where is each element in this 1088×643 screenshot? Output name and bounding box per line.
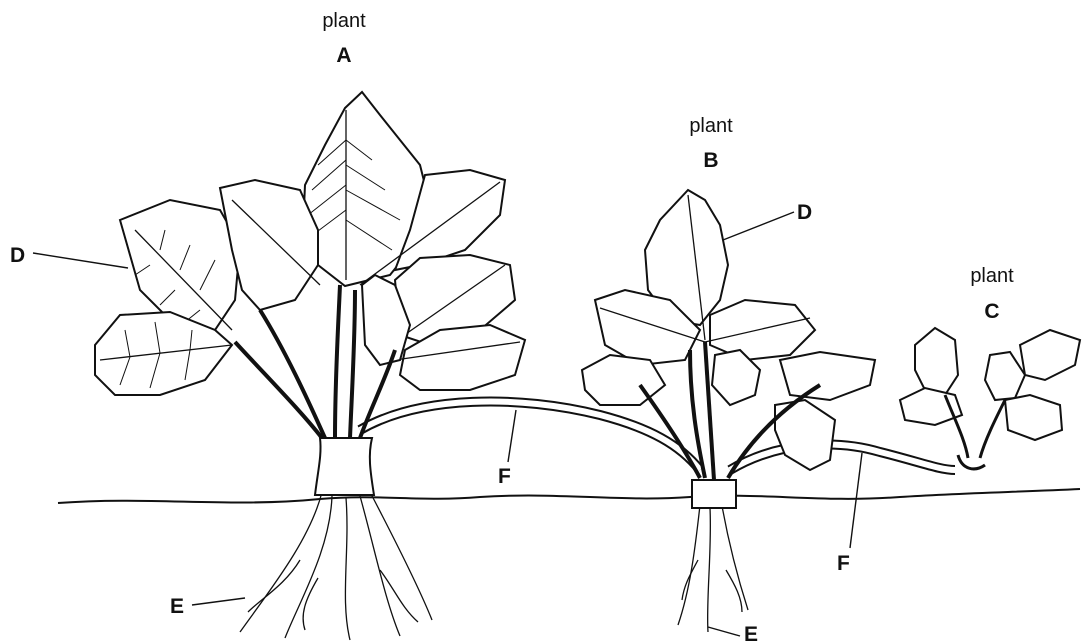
label-e-right: E	[744, 623, 758, 643]
plant-b-word: plant	[689, 115, 733, 137]
plant-b-crown	[692, 480, 736, 508]
soil-surface-line	[58, 489, 1080, 503]
label-e-left: E	[170, 595, 184, 618]
label-f-right: F	[837, 552, 850, 575]
label-d-right: D	[797, 201, 812, 224]
plant-a-letter: A	[336, 44, 351, 67]
plant-c-word: plant	[970, 265, 1014, 287]
label-d-left: D	[10, 244, 25, 267]
f-right-leader-line	[850, 453, 862, 548]
plant-b-roots	[678, 505, 748, 632]
plant-a-word: plant	[322, 10, 366, 32]
e-left-leader-line	[192, 598, 245, 605]
plant-b-letter: B	[703, 149, 718, 172]
plant-a-crown	[315, 438, 374, 495]
f-left-leader-line	[508, 410, 516, 462]
plant-a-roots	[240, 492, 432, 640]
plant-c-letter: C	[984, 300, 999, 323]
e-right-leader-line	[708, 627, 740, 636]
plant-a-leaves	[95, 92, 525, 438]
d-left-leader-line	[33, 253, 128, 268]
d-right-leader-line	[723, 212, 794, 240]
label-f-left: F	[498, 465, 511, 488]
plant-b-leaves	[582, 190, 875, 480]
plant-c-leaves	[900, 328, 1080, 469]
